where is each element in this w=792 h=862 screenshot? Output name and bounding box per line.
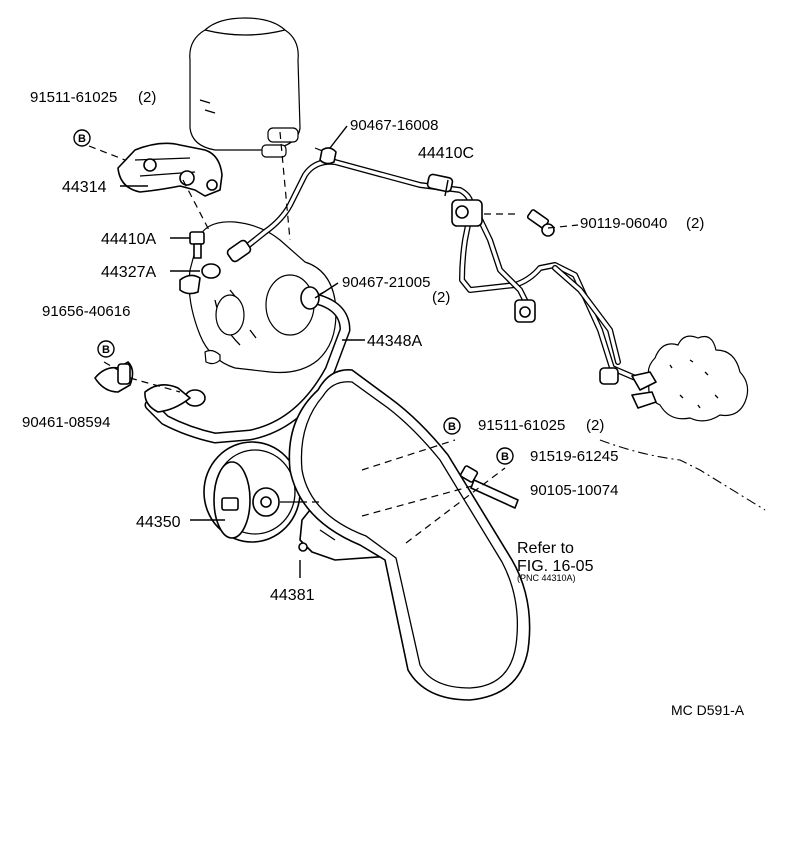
- svg-text:B: B: [501, 451, 509, 463]
- label-91511-61025-right: 91511-61025: [478, 417, 565, 434]
- svg-text:B: B: [448, 421, 456, 433]
- label-91656-40616: 91656-40616: [42, 303, 130, 320]
- bolt-90119-06040: [526, 209, 555, 237]
- label-91511-61025-top: 91511-61025: [30, 89, 117, 106]
- refer-pnc-text: (PNC 44310A): [517, 573, 576, 583]
- label-90105-10074: 90105-10074: [530, 482, 618, 499]
- label-44327A: 44327A: [101, 264, 156, 281]
- pump-body: [188, 221, 337, 374]
- steering-gear-housing: [599, 335, 766, 511]
- bracket-44314: [117, 142, 223, 197]
- label-44314: 44314: [62, 179, 107, 196]
- b-marker-top: B: [73, 129, 91, 147]
- figure-code: MC D591-A: [671, 702, 745, 718]
- svg-text:B: B: [102, 344, 110, 356]
- pressure-pipe: [226, 158, 657, 409]
- b-marker-left: B: [97, 340, 115, 358]
- label-90467-21005: 90467-21005: [342, 274, 430, 291]
- clamp-90467-16008: [319, 147, 337, 165]
- label-44350: 44350: [136, 514, 181, 531]
- label-90467-16008: 90467-16008: [350, 117, 438, 134]
- label-91511-61025-top-qty: (2): [138, 89, 156, 106]
- bolt-90105-10074: [459, 465, 519, 509]
- refer-to-text: Refer to: [517, 540, 574, 557]
- svg-text:B: B: [78, 133, 86, 145]
- clip-44327A: [179, 263, 221, 295]
- label-90467-21005-qty: (2): [432, 289, 450, 306]
- refer-figure-text: FIG. 16-05: [517, 558, 594, 575]
- clamp-90461-08594: [94, 361, 134, 393]
- label-44381: 44381: [270, 587, 315, 604]
- b-marker-right-2: B: [496, 447, 514, 465]
- label-44348A: 44348A: [367, 333, 422, 350]
- label-91511-61025-right-qty: (2): [586, 417, 604, 434]
- drive-belt: [288, 369, 531, 701]
- reservoir-tank: [189, 17, 301, 158]
- label-44410A: 44410A: [101, 231, 156, 248]
- label-90119-06040-qty: (2): [686, 215, 704, 232]
- label-90461-08594: 90461-08594: [22, 414, 110, 431]
- b-marker-right-1: B: [443, 417, 461, 435]
- label-44410C: 44410C: [418, 145, 474, 162]
- label-90119-06040: 90119-06040: [580, 215, 667, 232]
- pulley-44350: [203, 441, 301, 543]
- label-91519-61245: 91519-61245: [530, 448, 618, 465]
- reference-lines: [88, 125, 579, 578]
